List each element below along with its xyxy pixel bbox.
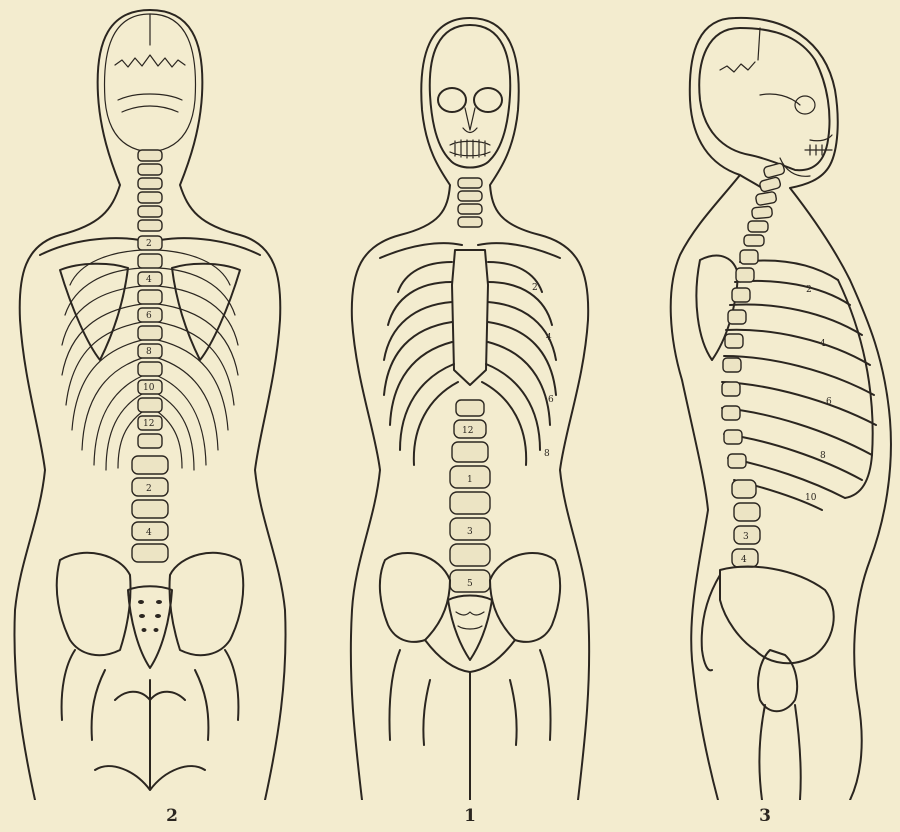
rib-label: 6 bbox=[826, 397, 832, 407]
vertebra-label: 5 bbox=[467, 579, 473, 589]
vertebra-label: 10 bbox=[143, 383, 155, 393]
rib-label: 10 bbox=[805, 493, 817, 503]
vertebra-label: 12 bbox=[143, 419, 154, 429]
eye-socket bbox=[795, 96, 815, 114]
cranial-sutures bbox=[720, 28, 800, 105]
cervical-vertebrae bbox=[744, 163, 785, 246]
pelvis-back bbox=[57, 553, 244, 655]
sternum bbox=[452, 250, 488, 385]
vertebra-label: 4 bbox=[146, 528, 152, 538]
vertebra-label: 4 bbox=[741, 555, 747, 565]
sacrum-coccyx-side bbox=[702, 575, 720, 670]
vertebra-label: 2 bbox=[146, 484, 152, 494]
femurs-front bbox=[389, 650, 550, 800]
nasal-cavity bbox=[463, 108, 477, 133]
sacrum bbox=[128, 586, 172, 668]
cervical-vertebrae bbox=[458, 178, 482, 227]
teeth bbox=[450, 140, 490, 158]
lambdoid-suture bbox=[115, 14, 185, 112]
vertebra-label: 3 bbox=[467, 527, 473, 537]
figure-caption: 2 bbox=[152, 806, 192, 826]
pelvis-side bbox=[720, 567, 834, 664]
cervical-vertebrae bbox=[138, 150, 162, 231]
sacral-lines bbox=[456, 612, 484, 629]
right-eye-socket bbox=[474, 88, 502, 112]
sacral-foramina bbox=[138, 600, 162, 632]
left-eye-socket bbox=[438, 88, 466, 112]
figure-caption: 1 bbox=[450, 806, 490, 826]
rib-label: 8 bbox=[544, 449, 550, 459]
femur-side bbox=[758, 650, 801, 800]
vertebra-label: 12 bbox=[462, 426, 473, 436]
body-outline bbox=[671, 18, 891, 800]
figure-back-view: 2 4 6 8 10 12 2 4 bbox=[0, 0, 300, 800]
pubic-arch bbox=[425, 640, 515, 672]
rib-label: 6 bbox=[548, 395, 554, 405]
buttocks-outline bbox=[95, 680, 205, 790]
skull-front bbox=[430, 25, 510, 168]
rib-label: 2 bbox=[532, 283, 538, 293]
rib-label: 2 bbox=[806, 285, 812, 295]
vertebra-label: 6 bbox=[146, 311, 152, 321]
vertebra-label: 3 bbox=[743, 532, 749, 542]
figure-caption: 3 bbox=[745, 806, 785, 826]
rib-label: 4 bbox=[546, 333, 552, 343]
rib-label: 8 bbox=[820, 451, 826, 461]
vertebra-label: 4 bbox=[146, 275, 152, 285]
sacrum-front bbox=[448, 596, 492, 661]
vertebra-label: 8 bbox=[146, 347, 152, 357]
left-scapula bbox=[60, 264, 128, 360]
spinal-column-side bbox=[722, 250, 760, 567]
right-scapula bbox=[172, 264, 240, 360]
figure-front-view: 2 4 6 8 12 1 3 5 bbox=[300, 0, 600, 800]
vertebra-label: 1 bbox=[467, 475, 473, 485]
vertebra-label: 2 bbox=[146, 239, 152, 249]
sternum-side bbox=[838, 280, 873, 498]
figure-side-view: 2 4 6 8 10 3 4 bbox=[600, 0, 900, 800]
rib-label: 4 bbox=[820, 339, 826, 349]
